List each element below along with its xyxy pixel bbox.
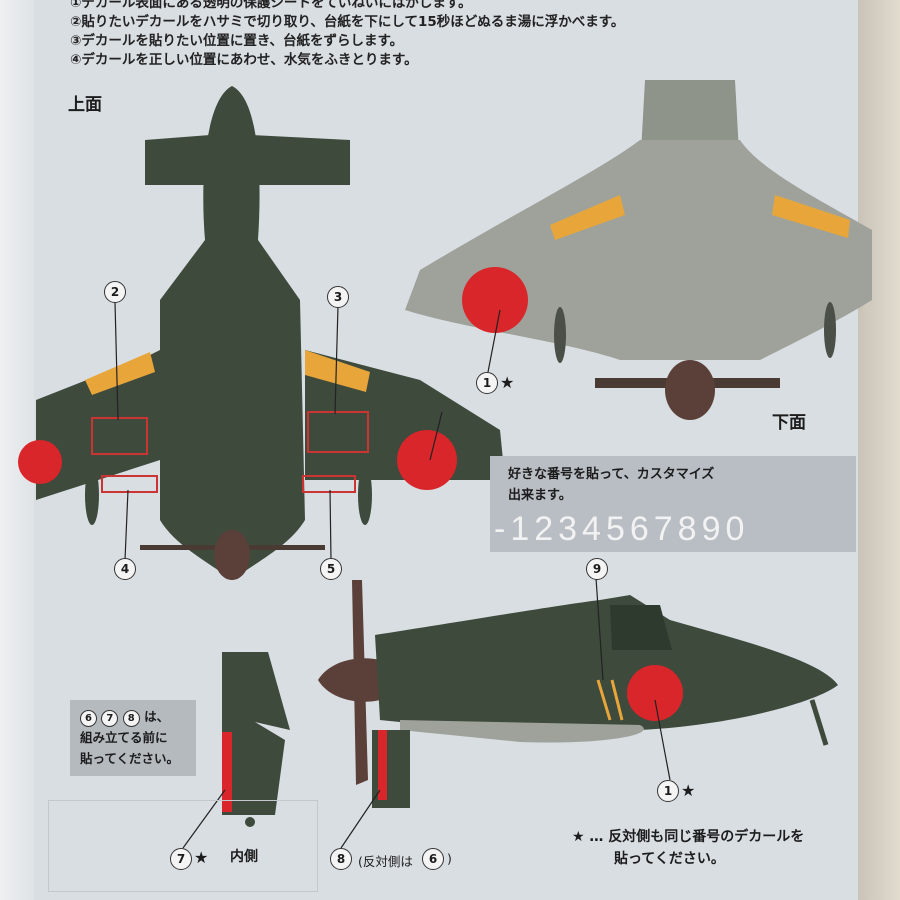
callout-9: 9 — [586, 558, 608, 580]
callout-4: 4 — [114, 558, 136, 580]
step-3: ③デカールを貼りたい位置に置き、台紙をずらします。 — [70, 33, 404, 49]
star-mark: ★ — [500, 373, 515, 392]
paper-edge-right — [858, 0, 900, 900]
note-line-2: 組み立てる前に — [80, 730, 168, 745]
side-view-aircraft — [318, 580, 838, 808]
footer-line-1: ★ … 反対側も同じ番号のデカールを — [572, 829, 805, 845]
note-callout-8: 8 — [122, 710, 140, 727]
step-4: ④デカールを正しい位置にあわせ、水気をふきとります。 — [70, 52, 418, 68]
top-view-heading: 上面 — [68, 95, 102, 115]
callout-5: 5 — [320, 558, 342, 580]
assembly-note: 6 7 8 は、 組み立てる前に 貼ってください。 — [70, 700, 196, 776]
star-mark: ★ — [194, 848, 209, 867]
bottom-view-aircraft — [405, 80, 872, 420]
inner-side-label: 内側 — [230, 849, 258, 865]
callout-8: 8 — [330, 848, 352, 870]
callout-1-side: 1 — [657, 780, 679, 802]
custom-line-2: 出来ます。 — [508, 488, 572, 503]
step-1: ①デカール表面にある透明の保護シートをていねいにはがします。 — [70, 0, 472, 11]
note-suffix: は、 — [144, 709, 170, 724]
show-through-print — [48, 800, 318, 892]
star-mark: ★ — [681, 781, 696, 800]
callout-1-bottom: 1 — [476, 372, 498, 394]
step-2: ②貼りたいデカールをハサミで切り取り、台紙を下にして15秒ほどぬるま湯に浮かべま… — [70, 14, 625, 30]
custom-line-1: 好きな番号を貼って、カスタマイズ — [508, 467, 715, 482]
note-line-3: 貼ってください。 — [80, 751, 180, 766]
top-view-aircraft — [18, 86, 505, 580]
custom-number-decals: -1234567890 — [494, 510, 750, 548]
custom-number-text: 好きな番号を貼って、カスタマイズ 出来ます。 — [508, 464, 714, 506]
vertical-fin — [222, 652, 290, 827]
note-callout-7: 7 — [101, 710, 119, 727]
opposite-side-suffix: ) — [447, 851, 452, 866]
custom-number-panel: 好きな番号を貼って、カスタマイズ 出来ます。 -1234567890 — [490, 456, 856, 552]
callout-2: 2 — [104, 281, 126, 303]
callout-7: 7 — [170, 848, 192, 870]
footer-line-2: 貼ってください。 — [614, 851, 725, 867]
callout-3: 3 — [327, 286, 349, 308]
note-callout-6: 6 — [80, 710, 97, 727]
opposite-side-prefix: (反対側は — [358, 854, 413, 869]
bottom-view-heading: 下面 — [772, 413, 806, 433]
callout-6: 6 — [422, 848, 444, 870]
instruction-steps: ①デカール表面にある透明の保護シートをていねいにはがします。 ②貼りたいデカール… — [70, 0, 624, 70]
footer-note: ★ … 反対側も同じ番号のデカールを 貼ってください。 — [572, 826, 804, 870]
leader-lines — [114, 301, 671, 849]
